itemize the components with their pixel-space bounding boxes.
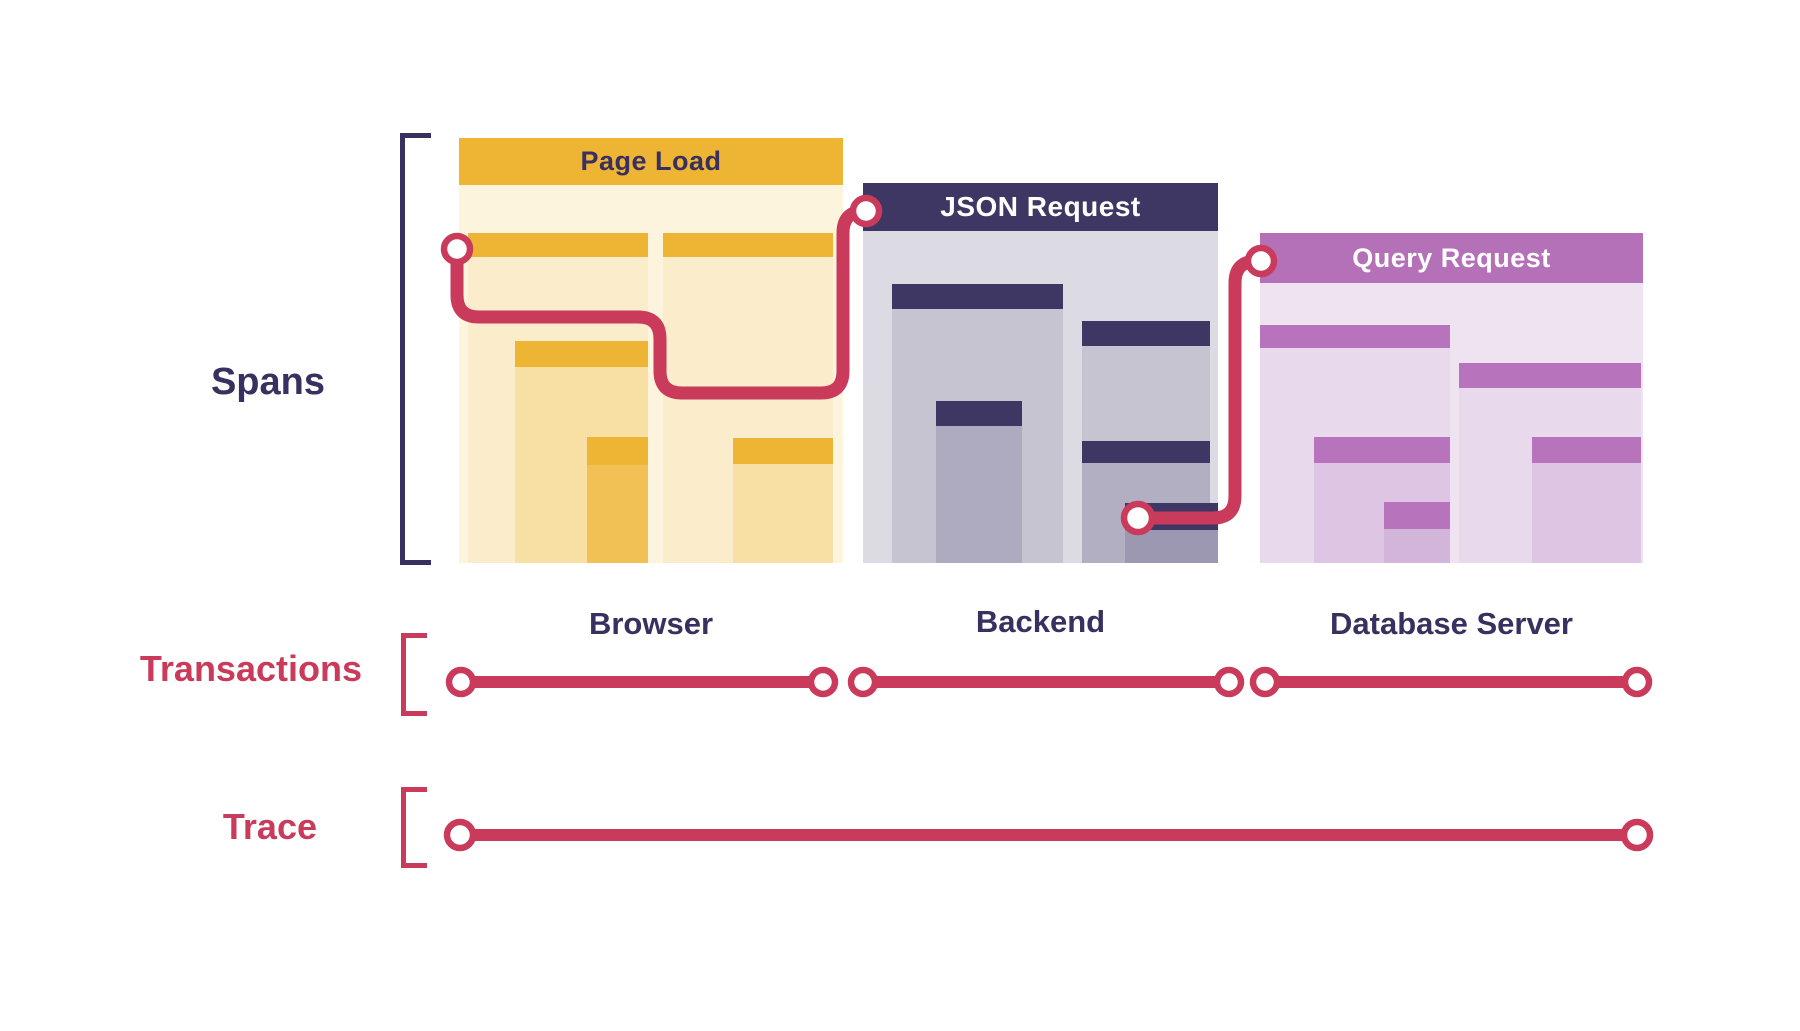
trace-bracket: [401, 787, 427, 868]
transactions-label: Transactions: [139, 648, 362, 689]
backend-label: Backend: [975, 604, 1106, 639]
database-server-label: Database Server: [1330, 606, 1573, 641]
trace-endpoint: [1620, 818, 1654, 852]
spans-label: Spans: [210, 361, 325, 403]
page-load-header: Page Load: [459, 138, 843, 185]
page-load-box: Page Load: [459, 138, 843, 563]
span: [1532, 437, 1641, 563]
transaction-endpoint: [847, 666, 879, 698]
trace-endpoint: [443, 818, 477, 852]
json-request-box: JSON Request: [863, 183, 1218, 563]
spans-bracket: [400, 133, 431, 565]
span: [587, 437, 648, 563]
span: [936, 401, 1022, 563]
transaction-endpoint: [1249, 666, 1281, 698]
transactions-bracket: [401, 633, 427, 716]
transaction-endpoint: [1621, 666, 1653, 698]
transaction-endpoint: [1213, 666, 1245, 698]
query-request-header: Query Request: [1260, 233, 1643, 283]
transaction-endpoint: [807, 666, 839, 698]
json-request-header: JSON Request: [863, 183, 1218, 231]
trace-label: Trace: [222, 806, 317, 847]
span: [1384, 502, 1450, 563]
span: [733, 438, 833, 563]
span: [1125, 503, 1218, 563]
transaction-endpoint: [445, 666, 477, 698]
query-request-box: Query Request: [1260, 233, 1643, 563]
browser-label: Browser: [588, 606, 714, 641]
